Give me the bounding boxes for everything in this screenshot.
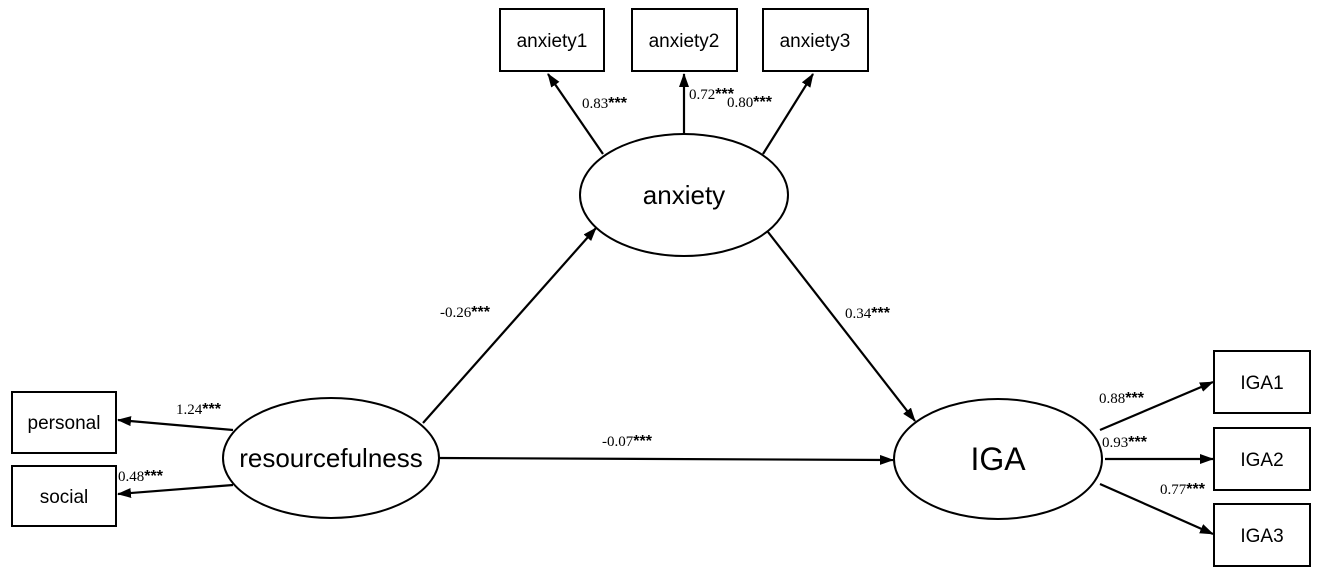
coef-res-iga: -0.07*** (602, 433, 653, 450)
node-anxiety3-label: anxiety3 (780, 31, 851, 52)
edge-iga-to-iga3 (1099, 482, 1214, 536)
edge-res-to-social (117, 483, 234, 498)
node-anxiety1: anxiety1 (499, 8, 605, 72)
node-resourcefulness: resourcefulness (222, 397, 440, 519)
node-personal: personal (11, 391, 117, 454)
edge-res-to-anxiety (422, 227, 597, 424)
node-iga3-label: IGA3 (1240, 526, 1283, 547)
node-iga2-label: IGA2 (1240, 450, 1283, 471)
node-personal-label: personal (28, 413, 101, 434)
node-iga1: IGA1 (1213, 350, 1311, 414)
node-iga-label: IGA (970, 441, 1026, 477)
coef-res-personal: 1.24*** (176, 401, 222, 418)
node-iga3: IGA3 (1213, 503, 1311, 567)
coef-anxiety-anxiety3: 0.80*** (727, 94, 773, 111)
node-anxiety2: anxiety2 (631, 8, 738, 72)
node-social: social (11, 465, 117, 527)
node-iga2: IGA2 (1213, 427, 1311, 491)
node-resourcefulness-label: resourcefulness (239, 443, 423, 473)
coef-anxiety-anxiety2: 0.72*** (689, 86, 735, 103)
node-anxiety: anxiety (579, 133, 789, 257)
node-anxiety1-label: anxiety1 (517, 31, 588, 52)
node-anxiety3: anxiety3 (762, 8, 869, 72)
coef-iga-iga1: 0.88*** (1099, 390, 1145, 407)
edge-iga-to-iga1 (1099, 380, 1214, 432)
edge-anxiety-to-iga (767, 231, 916, 422)
coef-res-social: 0.48*** (118, 468, 164, 485)
node-anxiety2-label: anxiety2 (649, 31, 720, 52)
coef-res-anxiety: -0.26*** (440, 304, 491, 321)
coef-iga-iga2: 0.93*** (1102, 434, 1148, 451)
node-anxiety-label: anxiety (643, 180, 725, 210)
node-iga1-label: IGA1 (1240, 373, 1283, 394)
coef-anxiety-iga: 0.34*** (845, 305, 891, 322)
edge-res-to-iga (437, 454, 894, 465)
coef-anxiety-anxiety1: 0.83*** (582, 95, 628, 112)
coef-iga-iga3: 0.77*** (1160, 481, 1206, 498)
edge-anxiety-to-anxiety3 (762, 73, 814, 155)
node-social-label: social (40, 487, 89, 508)
edge-anxiety-to-anxiety1 (547, 73, 604, 155)
edge-res-to-personal (117, 416, 234, 432)
node-iga: IGA (893, 398, 1103, 520)
